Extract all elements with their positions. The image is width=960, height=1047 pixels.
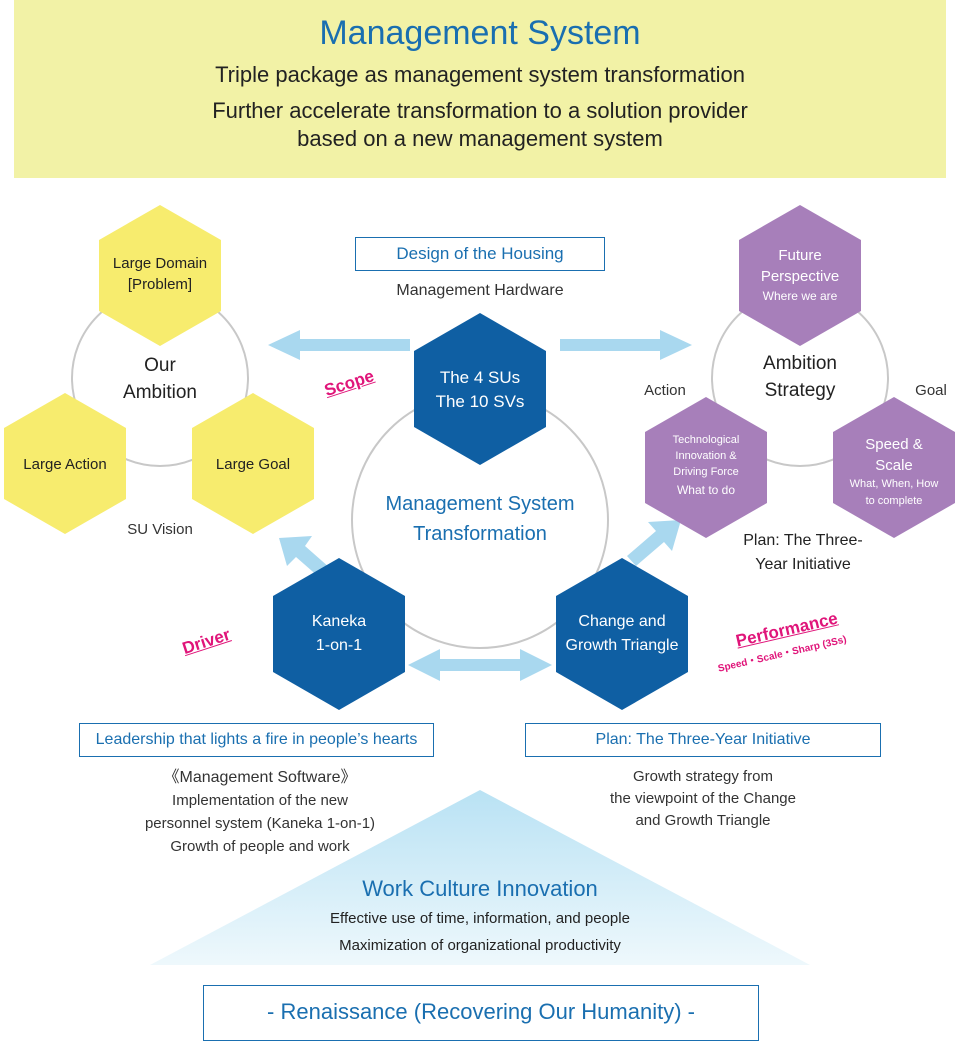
arrow-kaneka-up xyxy=(279,536,330,578)
renaissance-box: - Renaissance (Recovering Our Humanity) … xyxy=(203,985,759,1041)
renaissance-label: - Renaissance (Recovering Our Humanity) … xyxy=(267,999,695,1024)
tech-line1: Technological xyxy=(672,434,740,446)
tech-line2: Innovation & xyxy=(675,450,737,462)
technological-innovation-label: Technological Innovation & Driving Force… xyxy=(645,428,767,504)
header-subtitle-2: Further accelerate transformation to a s… xyxy=(14,97,946,153)
work-culture-title: Work Culture Innovation xyxy=(362,876,598,901)
arrow-change-up xyxy=(627,520,681,566)
center-hex-line2: The 10 SVs xyxy=(435,392,525,411)
hex-future-perspective xyxy=(739,205,861,346)
center-circle-line1: Management System xyxy=(385,493,575,515)
design-housing-label: Design of the Housing xyxy=(396,244,564,263)
management-hardware-caption: Management Hardware xyxy=(396,282,564,299)
kaneka-hex-label: Kaneka 1-on-1 xyxy=(273,604,405,664)
work-culture-line1: Effective use of time, information, and … xyxy=(330,910,630,927)
future-perspective-line3: Where we are xyxy=(762,288,838,303)
hex-speed-scale xyxy=(833,397,955,538)
work-culture-line2: Maximization of organizational productiv… xyxy=(339,937,621,954)
growth-strategy-desc: Growth strategy from the viewpoint of th… xyxy=(553,766,853,832)
hex-change-growth xyxy=(556,558,688,710)
change-growth-line2: Growth Triangle xyxy=(565,637,679,654)
su-vision-caption: SU Vision xyxy=(127,521,193,538)
ambition-strategy-label: Ambition Strategy xyxy=(740,350,860,404)
header-subtitle: Triple package as management system tran… xyxy=(215,62,745,87)
header-banner: Management System Triple package as mana… xyxy=(14,0,946,178)
hex-large-action xyxy=(4,393,126,534)
change-growth-line1: Change and xyxy=(578,613,666,630)
work-culture-triangle xyxy=(150,790,810,965)
ambition-strategy-line2: Strategy xyxy=(764,380,836,401)
large-goal-label: Large Goal xyxy=(215,455,291,473)
leadership-label: Leadership that lights a fire in people’… xyxy=(95,731,418,748)
goal-label: Goal xyxy=(915,382,947,399)
management-software-title: 《Management Software》 xyxy=(163,769,357,786)
our-ambition-line2: Ambition xyxy=(123,382,197,403)
hex-large-goal xyxy=(192,393,314,534)
speed-line1: Speed & xyxy=(865,436,923,453)
change-growth-hex-label: Change and Growth Triangle xyxy=(552,604,692,664)
arrow-to-left-cluster xyxy=(268,330,410,360)
action-label: Action xyxy=(644,382,686,399)
large-domain-line1: Large Domain xyxy=(112,255,208,272)
design-housing-box: Design of the Housing xyxy=(355,237,605,271)
our-ambition-line1: Our xyxy=(144,355,176,376)
speed-line4: to complete xyxy=(865,495,923,507)
plan-caption-line1: Plan: The Three- xyxy=(743,532,863,549)
plan-three-year-box: Plan: The Three-Year Initiative xyxy=(525,723,881,757)
page-title: Management System xyxy=(319,14,641,52)
center-hex-line1: The 4 SUs xyxy=(439,368,521,387)
header-subtitle-2-line2: based on a new management system xyxy=(297,126,663,151)
plan-three-year-caption: Plan: The Three- Year Initiative xyxy=(728,528,878,578)
software-desc-line3: Growth of people and work xyxy=(170,838,350,855)
plan-three-year-label: Plan: The Three-Year Initiative xyxy=(595,731,811,748)
future-perspective-line1: Future xyxy=(778,246,822,264)
hex-technological-innovation xyxy=(645,397,767,538)
center-circle-label: Management System Transformation xyxy=(350,488,610,550)
tech-line4: What to do xyxy=(676,483,736,497)
kaneka-line1: Kaneka xyxy=(311,613,367,630)
large-action-label: Large Action xyxy=(23,455,107,473)
hex-center-sus xyxy=(414,313,546,465)
plan-caption-line2: Year Initiative xyxy=(755,556,851,573)
center-hex-label: The 4 SUs The 10 SVs xyxy=(414,350,546,430)
ambition-strategy-line1: Ambition xyxy=(763,353,837,374)
growth-desc-line3: and Growth Triangle xyxy=(635,812,771,829)
leadership-box: Leadership that lights a fire in people’… xyxy=(79,723,434,757)
arrow-to-right-cluster xyxy=(560,330,692,360)
hex-kaneka xyxy=(273,558,405,710)
software-desc-line2: personnel system (Kaneka 1-on-1) xyxy=(144,815,376,832)
future-perspective-line2: Perspective xyxy=(760,267,840,285)
management-software-desc: 《Management Software》 Implementation of … xyxy=(110,766,410,858)
software-desc-line1: Implementation of the new xyxy=(172,792,348,809)
speed-scale-label: Speed & Scale What, When, How to complet… xyxy=(833,432,955,512)
growth-desc-line1: Growth strategy from xyxy=(632,768,774,785)
tech-line3: Driving Force xyxy=(673,466,739,478)
growth-desc-line2: the viewpoint of the Change xyxy=(610,790,796,807)
speed-line3: What, When, How xyxy=(849,478,939,490)
our-ambition-label: Our Ambition xyxy=(100,352,220,406)
future-perspective-label: Future Perspective Where we are xyxy=(739,240,861,310)
speed-line2: Scale xyxy=(875,457,913,474)
large-domain-line2: [Problem] xyxy=(127,276,193,293)
kaneka-line2: 1-on-1 xyxy=(315,637,363,654)
hex-large-domain xyxy=(99,205,221,346)
center-circle-line2: Transformation xyxy=(413,523,547,545)
large-domain-label: Large Domain [Problem] xyxy=(99,248,221,300)
arrow-bidirectional xyxy=(408,649,552,681)
header-subtitle-2-line1: Further accelerate transformation to a s… xyxy=(212,98,748,123)
